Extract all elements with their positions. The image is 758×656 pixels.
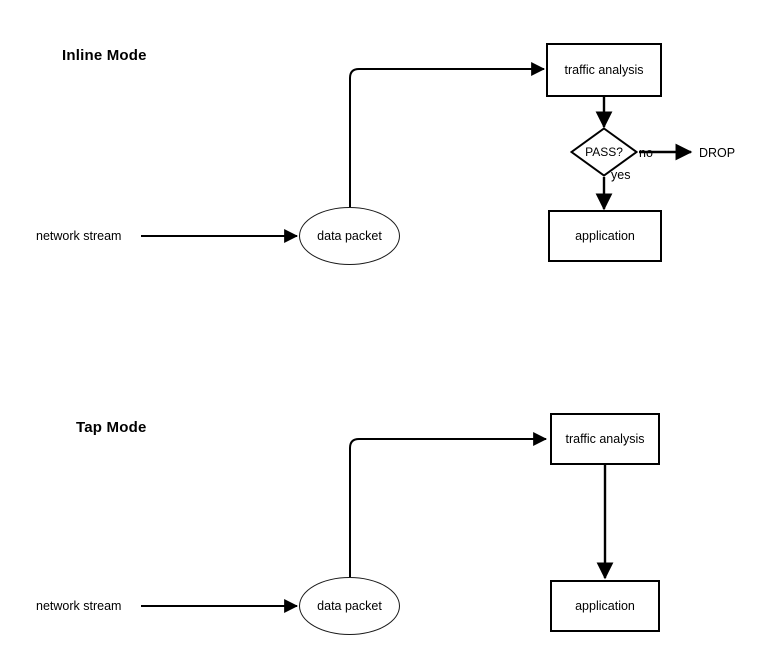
node-traffic-analysis-inline[interactable]: traffic analysis bbox=[546, 43, 662, 97]
edge-tap-data-packet-to-traffic-analysis bbox=[349, 432, 548, 577]
node-application-inline-label: application bbox=[575, 229, 635, 243]
node-data-packet-inline-label: data packet bbox=[317, 229, 382, 243]
edge-label-yes: yes bbox=[611, 168, 631, 182]
node-data-packet-tap-label: data packet bbox=[317, 599, 382, 613]
node-application-inline[interactable]: application bbox=[548, 210, 662, 262]
section-title-tap-mode: Tap Mode bbox=[76, 419, 147, 436]
node-decision-pass-inline-label: PASS? bbox=[585, 145, 623, 159]
label-drop: DROP bbox=[699, 146, 736, 160]
section-title-inline-mode: Inline Mode bbox=[62, 47, 147, 64]
node-traffic-analysis-tap[interactable]: traffic analysis bbox=[550, 413, 660, 465]
node-application-tap-label: application bbox=[575, 599, 635, 613]
edge-label-no: no bbox=[639, 146, 653, 160]
node-data-packet-inline[interactable]: data packet bbox=[299, 207, 400, 265]
label-network-stream-inline: network stream bbox=[36, 229, 122, 243]
diamond-shape-icon bbox=[570, 127, 638, 177]
node-traffic-analysis-inline-label: traffic analysis bbox=[564, 63, 644, 77]
node-decision-pass-inline[interactable]: PASS? bbox=[570, 127, 638, 177]
label-network-stream-tap: network stream bbox=[36, 599, 122, 613]
node-data-packet-tap[interactable]: data packet bbox=[299, 577, 400, 635]
edge-data-packet-to-traffic-analysis bbox=[349, 62, 546, 207]
node-traffic-analysis-tap-label: traffic analysis bbox=[565, 432, 645, 446]
node-application-tap[interactable]: application bbox=[550, 580, 660, 632]
